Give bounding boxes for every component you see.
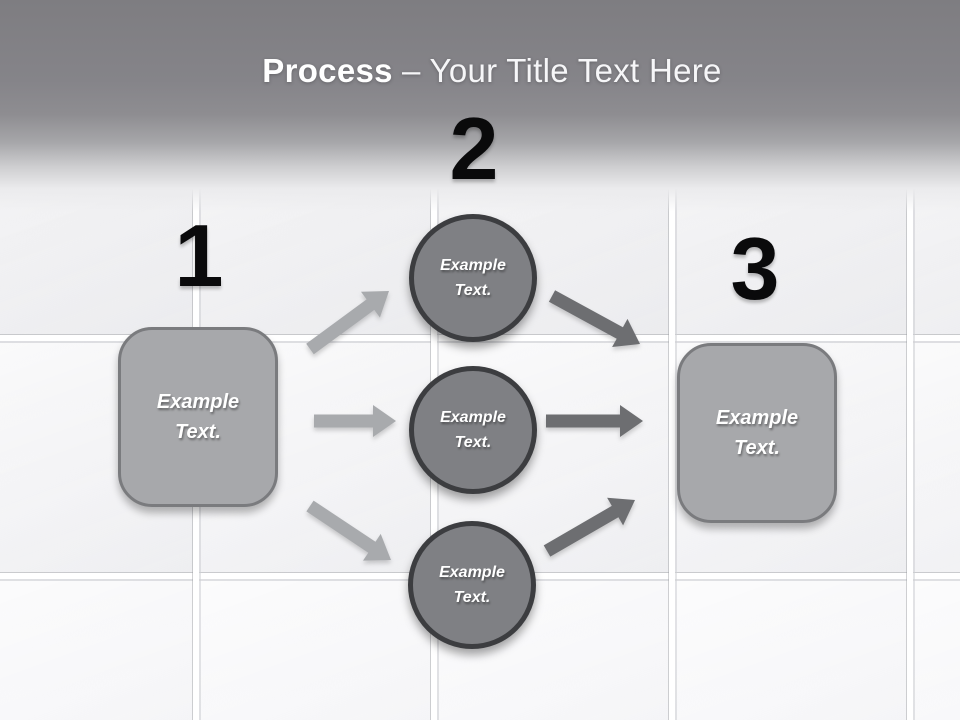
node-label: Example Text. (440, 257, 506, 299)
node-label: Example Text. (439, 564, 505, 606)
slide-title: Process– Your Title Text Here (12, 52, 960, 90)
node-label: Example Text. (156, 391, 240, 443)
step-2-circle-top[interactable]: Example Text. (409, 214, 537, 342)
node-label: Example Text. (440, 409, 506, 451)
step-2-circle-bottom[interactable]: Example Text. (408, 521, 536, 649)
step-number-2: 2 (449, 99, 499, 198)
title-banner: Process– Your Title Text Here (0, 0, 960, 212)
step-number-1: 1 (174, 206, 224, 305)
step-number-3: 3 (730, 219, 780, 318)
step-1-start-node[interactable]: Example Text. (118, 327, 278, 507)
step-2-circle-middle[interactable]: Example Text. (409, 366, 537, 494)
step-3-end-node[interactable]: Example Text. (677, 343, 837, 523)
title-subtitle: – Your Title Text Here (402, 52, 722, 89)
node-label: Example Text. (715, 407, 799, 459)
title-keyword: Process (262, 52, 393, 89)
